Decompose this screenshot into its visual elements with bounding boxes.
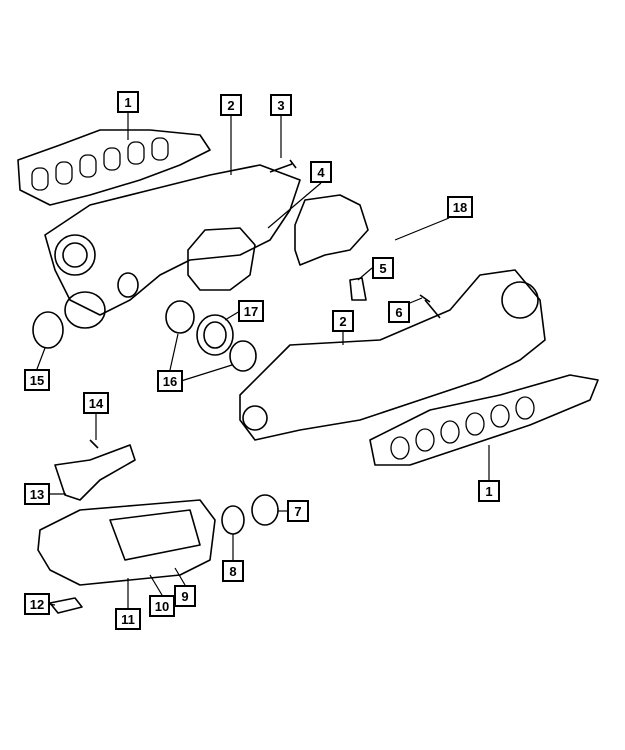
- callout-16: 16: [157, 370, 183, 392]
- seal-8: [221, 505, 245, 535]
- intake-manifold-left: [44, 164, 301, 329]
- callout-1-gasket-right: 1: [478, 480, 500, 502]
- callout-11: 11: [115, 608, 141, 630]
- lower-housing: [37, 499, 216, 586]
- bolt-6: [419, 294, 441, 319]
- o-ring-16b: [229, 340, 257, 372]
- bracket-13: [54, 444, 136, 501]
- callout-2-manifold-left: 2: [220, 94, 242, 116]
- leader-lines: [36, 113, 490, 608]
- callout-14: 14: [83, 392, 109, 414]
- callout-2-manifold-right: 2: [332, 310, 354, 332]
- callout-1-gasket-left: 1: [117, 91, 139, 113]
- actuator-right: [294, 194, 369, 301]
- callout-9: 9: [174, 585, 196, 607]
- callout-3: 3: [270, 94, 292, 116]
- callout-12: 12: [24, 593, 50, 615]
- hose-coupler-inner: [203, 321, 227, 349]
- callout-6: 6: [388, 301, 410, 323]
- callout-8: 8: [222, 560, 244, 582]
- callout-5: 5: [372, 257, 394, 279]
- hose-coupler-17: [196, 314, 234, 356]
- callout-15: 15: [24, 369, 50, 391]
- callout-7: 7: [287, 500, 309, 522]
- intake-gasket-left: [17, 129, 211, 206]
- callout-18: 18: [447, 196, 473, 218]
- bolt-14: [89, 439, 99, 449]
- intake-manifold-right: [239, 269, 546, 441]
- intake-gasket-right: [369, 374, 599, 466]
- callout-4: 4: [310, 161, 332, 183]
- callout-17: 17: [238, 300, 264, 322]
- o-ring-16a: [165, 300, 195, 334]
- callout-10: 10: [149, 595, 175, 617]
- callout-13: 13: [24, 483, 50, 505]
- bolt-3: [269, 159, 297, 173]
- seal-7: [251, 494, 279, 526]
- o-ring-15: [32, 311, 64, 349]
- gasket-12: [49, 597, 83, 614]
